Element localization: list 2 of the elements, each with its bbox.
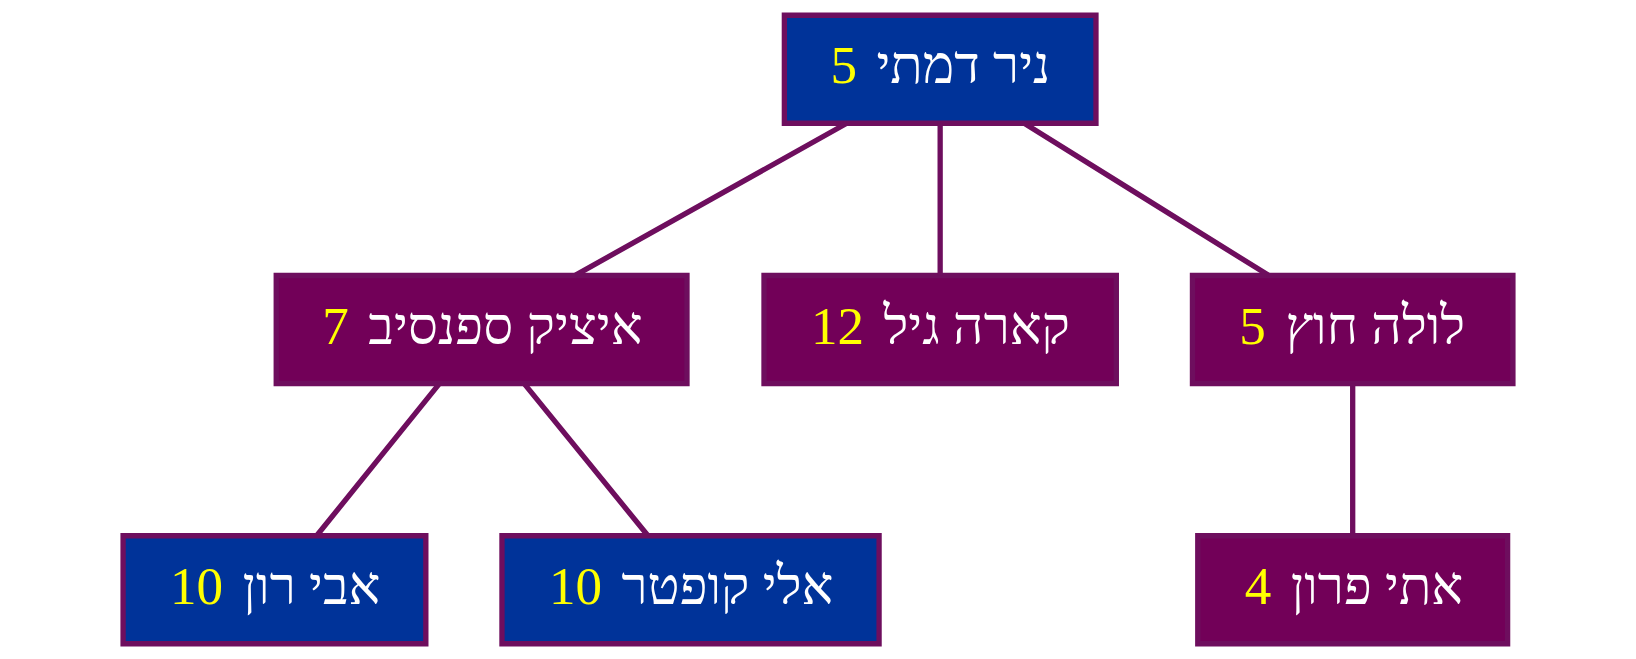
connector — [937, 123, 943, 276]
connector — [1350, 383, 1356, 536]
